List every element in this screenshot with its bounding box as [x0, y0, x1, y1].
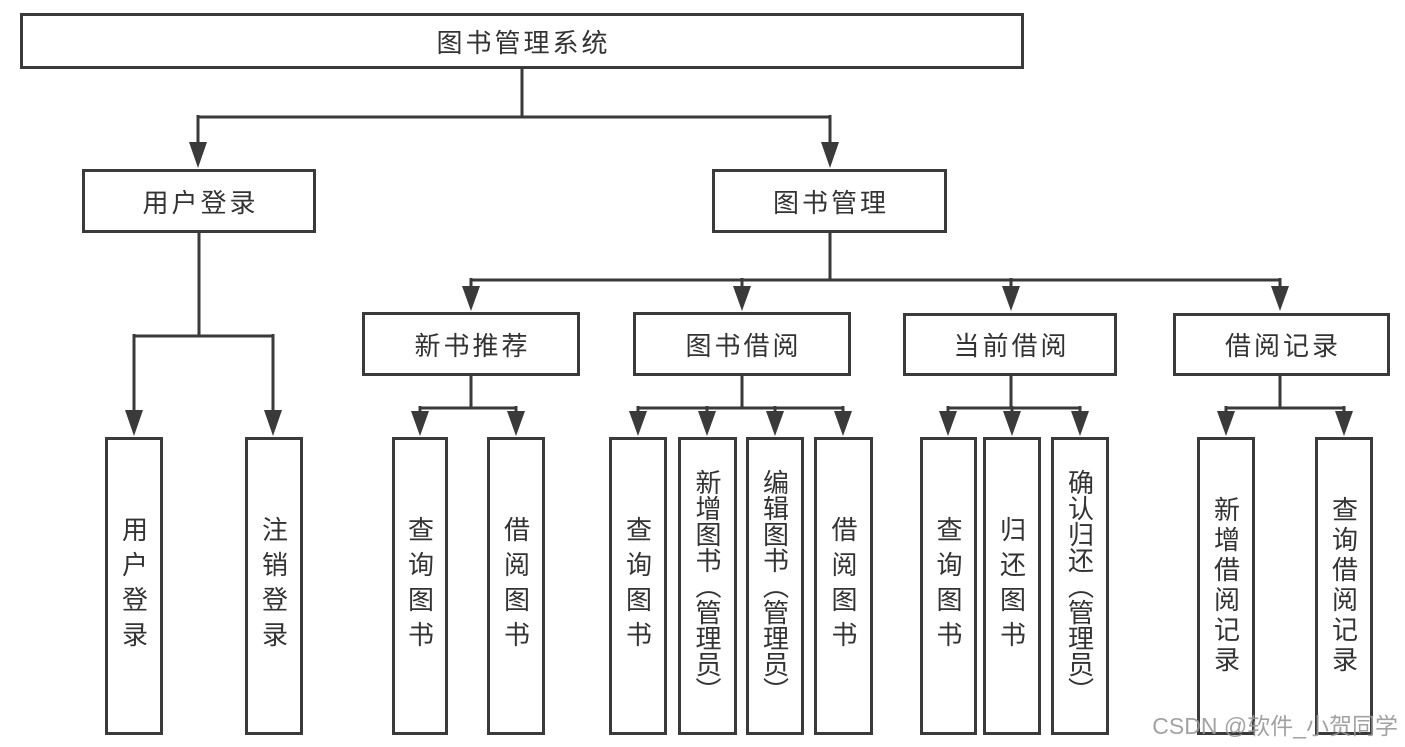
- leaf-label: 新增图书（管理员）: [692, 469, 722, 703]
- node-label: 图书借阅: [685, 330, 802, 361]
- leaf-label: 查询图书: [622, 516, 653, 656]
- node-label: 用户登录: [142, 187, 259, 218]
- node-new-book-recommendation: 新书推荐: [362, 312, 580, 376]
- leaf-query-books-1: 查询图书: [392, 437, 448, 735]
- node-library-management-system: 图书管理系统: [20, 13, 1024, 69]
- leaf-label: 查询借阅记录: [1328, 496, 1359, 676]
- node-user-login: 用户登录: [82, 169, 316, 233]
- leaf-add-book-admin: 新增图书（管理员）: [678, 437, 737, 735]
- leaf-borrow-books-1: 借阅图书: [487, 437, 545, 735]
- node-book-borrowing: 图书借阅: [633, 312, 851, 376]
- leaf-label: 编辑图书（管理员）: [759, 469, 790, 703]
- node-borrowing-records: 借阅记录: [1173, 313, 1390, 376]
- leaf-add-borrow-record: 新增借阅记录: [1197, 437, 1255, 735]
- node-label: 新书推荐: [414, 330, 531, 361]
- node-label: 借阅记录: [1224, 331, 1341, 361]
- leaf-query-borrow-record: 查询借阅记录: [1315, 437, 1373, 735]
- leaf-label: 查询图书: [933, 516, 963, 656]
- leaf-label: 查询图书: [404, 516, 435, 656]
- leaf-label: 归还图书: [996, 516, 1027, 656]
- node-book-management: 图书管理: [712, 169, 947, 233]
- node-label: 图书管理系统: [436, 27, 611, 58]
- leaf-edit-book-admin: 编辑图书（管理员）: [746, 437, 804, 735]
- leaf-query-books-3: 查询图书: [920, 437, 977, 735]
- leaf-confirm-return-admin: 确认归还（管理员）: [1051, 437, 1109, 735]
- leaf-label: 用户登录: [118, 516, 149, 656]
- node-label: 图书管理: [772, 187, 889, 218]
- arrow-down-icons: [125, 142, 1353, 436]
- leaf-borrow-books-2: 借阅图书: [814, 437, 873, 735]
- leaf-label: 注销登录: [258, 516, 289, 656]
- watermark: CSDN @软件_小贺同学: [1152, 713, 1398, 739]
- leaf-return-book: 归还图书: [983, 437, 1041, 735]
- leaf-query-books-2: 查询图书: [609, 437, 667, 735]
- node-label: 当前借阅: [953, 331, 1070, 361]
- node-current-borrowing: 当前借阅: [903, 313, 1117, 376]
- leaf-label: 确认归还（管理员）: [1064, 469, 1095, 703]
- leaf-user-login: 用户登录: [105, 437, 163, 735]
- leaf-label: 借阅图书: [500, 516, 531, 656]
- leaf-logout-login: 注销登录: [245, 437, 303, 735]
- leaf-label: 新增借阅记录: [1210, 496, 1241, 676]
- leaf-label: 借阅图书: [828, 516, 858, 656]
